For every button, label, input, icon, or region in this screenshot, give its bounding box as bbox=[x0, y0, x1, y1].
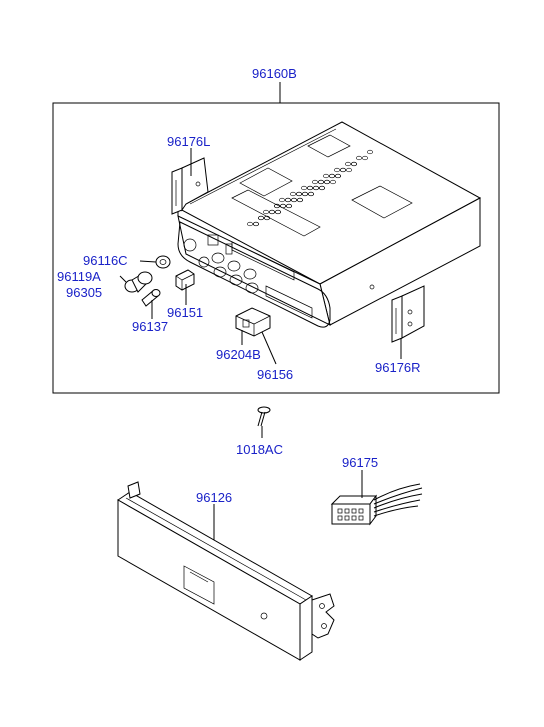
shaft-96137 bbox=[141, 289, 161, 307]
vent-hole bbox=[318, 179, 324, 185]
vent-hole bbox=[330, 179, 336, 185]
vent-hole bbox=[290, 191, 296, 197]
label-96204b: 96204B bbox=[216, 347, 261, 362]
vent-hole bbox=[285, 197, 291, 203]
vent-hole bbox=[247, 221, 253, 227]
vent-hole bbox=[351, 161, 357, 167]
vent-hole bbox=[291, 197, 297, 203]
vent-hole bbox=[367, 149, 373, 155]
vent-hole bbox=[263, 209, 269, 215]
vent-holes bbox=[247, 149, 373, 227]
vent-hole bbox=[319, 185, 325, 191]
label-96160b: 96160B bbox=[252, 66, 297, 81]
vent-hole bbox=[274, 203, 280, 209]
vent-hole bbox=[345, 161, 351, 167]
knob-96116c bbox=[155, 255, 171, 269]
label-96176l: 96176L bbox=[167, 134, 210, 149]
vent-hole bbox=[340, 167, 346, 173]
label-96119a: 96119A bbox=[57, 269, 101, 284]
vent-hole bbox=[324, 179, 330, 185]
knob-96119a bbox=[124, 271, 153, 293]
front-panel bbox=[117, 481, 335, 661]
vent-hole bbox=[264, 215, 270, 221]
vent-hole bbox=[279, 197, 285, 203]
button-96151 bbox=[175, 269, 195, 291]
vent-hole bbox=[313, 185, 319, 191]
radio-head-unit bbox=[176, 121, 482, 328]
vent-hole bbox=[308, 191, 314, 197]
vent-hole bbox=[258, 215, 264, 221]
vent-hole bbox=[302, 191, 308, 197]
wiring-harness bbox=[330, 483, 423, 526]
vent-hole bbox=[286, 203, 292, 209]
vent-hole bbox=[312, 179, 318, 185]
vent-hole bbox=[323, 173, 329, 179]
vent-hole bbox=[335, 173, 341, 179]
label-96137: 96137 bbox=[132, 319, 168, 334]
label-96176r: 96176R bbox=[375, 360, 421, 375]
assembly-frame bbox=[52, 82, 500, 394]
label-96151: 96151 bbox=[167, 305, 203, 320]
vent-hole bbox=[296, 191, 302, 197]
vent-hole bbox=[275, 209, 281, 215]
button-set-96204b bbox=[235, 307, 271, 337]
vent-hole bbox=[334, 167, 340, 173]
bracket-left bbox=[171, 157, 209, 215]
bracket-right bbox=[391, 285, 425, 343]
vent-hole bbox=[307, 185, 313, 191]
vent-hole bbox=[301, 185, 307, 191]
vent-hole bbox=[253, 221, 259, 227]
vent-hole bbox=[297, 197, 303, 203]
vent-hole bbox=[346, 167, 352, 173]
screw-1018ac bbox=[257, 406, 271, 427]
vent-hole bbox=[356, 155, 362, 161]
label-1018ac: 1018AC bbox=[236, 442, 283, 457]
leader-lines bbox=[119, 148, 402, 540]
label-96116c: 96116C bbox=[83, 253, 128, 268]
vent-hole bbox=[362, 155, 368, 161]
vent-hole bbox=[269, 209, 275, 215]
vent-hole bbox=[329, 173, 335, 179]
label-96175: 96175 bbox=[342, 455, 378, 470]
vent-hole bbox=[280, 203, 286, 209]
label-96126: 96126 bbox=[196, 490, 232, 505]
label-96305: 96305 bbox=[66, 285, 102, 300]
label-96156: 96156 bbox=[257, 367, 293, 382]
